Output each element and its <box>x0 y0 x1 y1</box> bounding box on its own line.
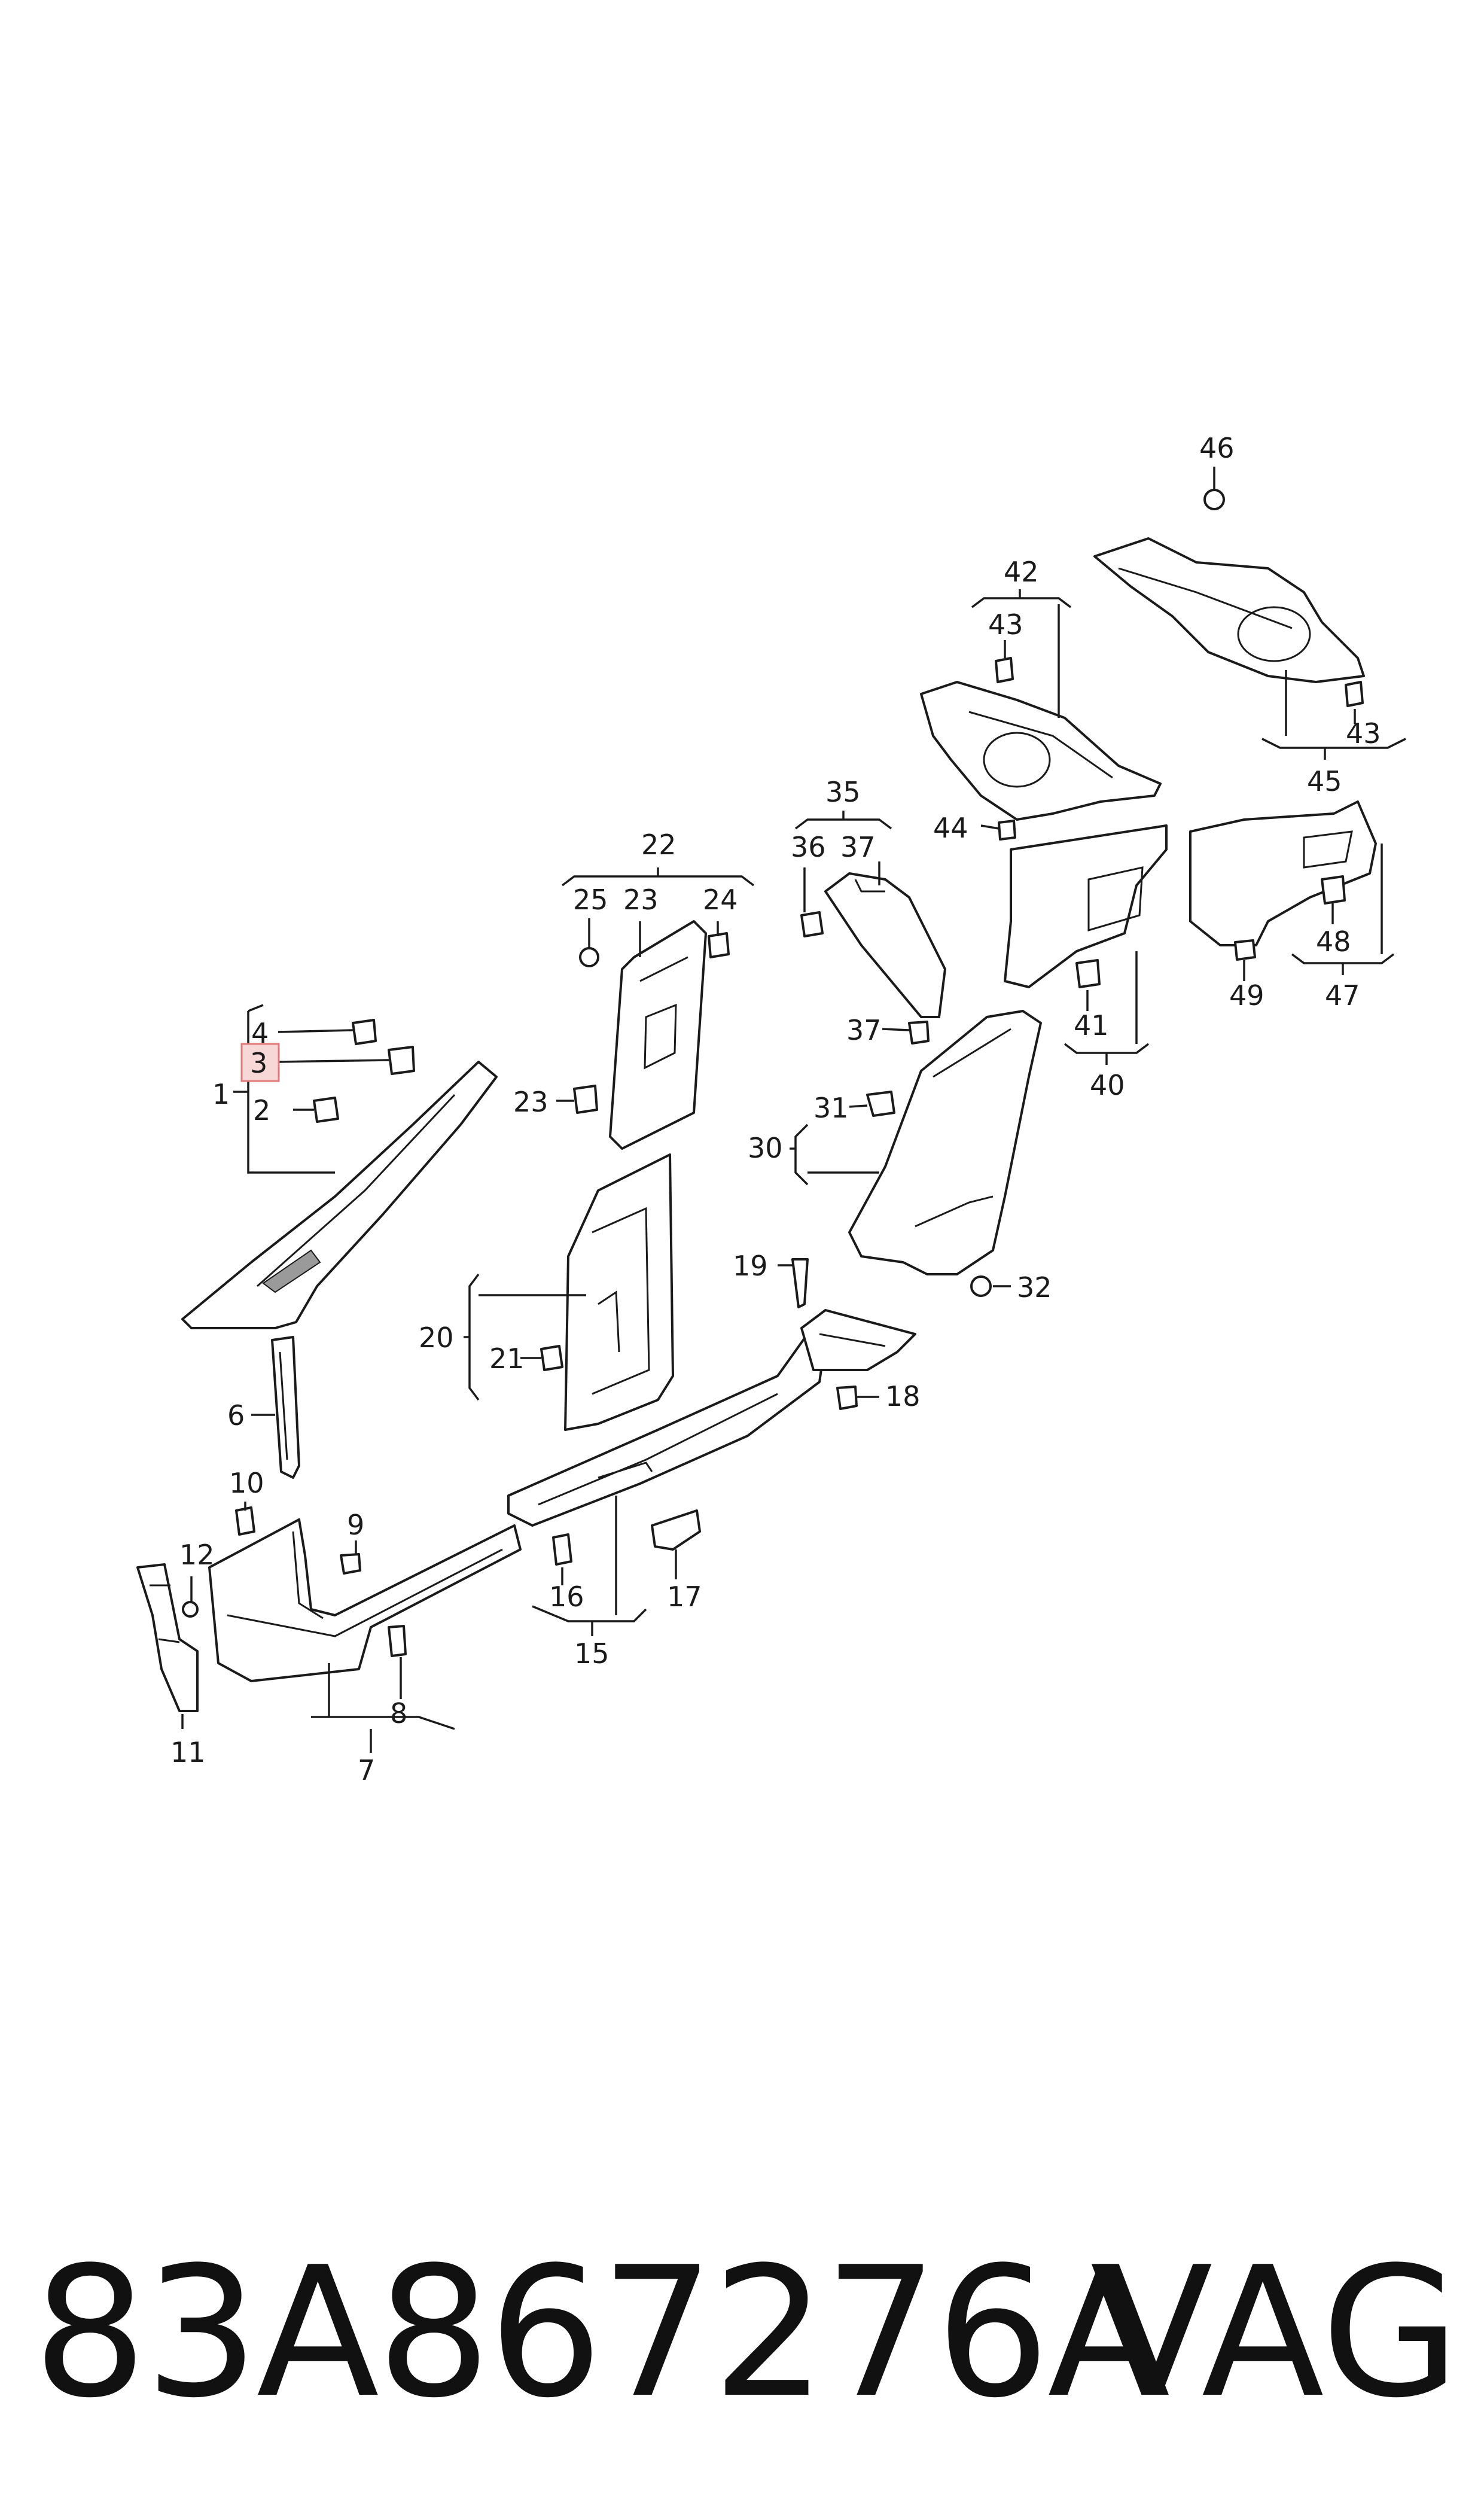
clip-21 <box>540 1345 563 1371</box>
leader-lines <box>181 467 1406 1753</box>
callout-15: 15 <box>574 1637 610 1670</box>
clip-36 <box>800 911 824 937</box>
screw-19 <box>791 1258 809 1308</box>
callout-35: 35 <box>825 776 861 808</box>
clip-32 <box>970 1275 992 1297</box>
clip-37 <box>908 1021 930 1045</box>
callout-9: 9 <box>347 1509 364 1541</box>
callout-43-right: 43 <box>1346 717 1381 750</box>
callout-10: 10 <box>229 1467 264 1499</box>
screw-12 <box>182 1601 199 1618</box>
clip-43-right <box>1345 681 1364 707</box>
callout-23-top: 23 <box>623 884 659 916</box>
footer: 83A867276A VAG <box>0 2219 1484 2447</box>
callout-17: 17 <box>667 1581 702 1613</box>
callout-23-side: 23 <box>513 1086 548 1118</box>
screw-9 <box>340 1553 361 1575</box>
callout-labels: 1 2 3 4 6 7 8 9 10 11 12 15 16 17 18 19 … <box>170 432 1381 1786</box>
callout-49: 49 <box>1229 979 1264 1012</box>
clip-8 <box>388 1625 407 1657</box>
callout-47: 47 <box>1325 979 1360 1012</box>
a-pillar-trim <box>181 1061 498 1329</box>
upper-rear-trim-left <box>920 681 1162 821</box>
callout-30: 30 <box>748 1132 783 1164</box>
front-sill-trim <box>208 1518 522 1682</box>
b-pillar-upper-trim <box>609 920 707 1150</box>
clip-10 <box>235 1506 255 1536</box>
clip-44 <box>998 820 1016 841</box>
clip-31 <box>866 1091 895 1117</box>
callout-44: 44 <box>933 812 968 844</box>
callout-1: 1 <box>212 1078 230 1110</box>
callout-37-side: 37 <box>846 1014 882 1046</box>
c-pillar-upper-trim <box>824 872 946 1018</box>
part-number: 83A867276A <box>33 2228 1170 2437</box>
screw-25 <box>579 947 599 967</box>
highlight-box <box>240 1043 280 1082</box>
clip-23-lower <box>573 1085 598 1114</box>
callout-19: 19 <box>733 1250 768 1282</box>
callout-20: 20 <box>419 1322 454 1354</box>
clip-2 <box>313 1097 339 1123</box>
callout-21: 21 <box>489 1342 525 1375</box>
c-pillar-lower-trim <box>848 1010 1042 1275</box>
trim-strip <box>271 1336 300 1479</box>
upper-rear-trim-right <box>1093 537 1365 683</box>
callout-3: 3 <box>250 1047 267 1079</box>
bracket <box>136 1563 199 1712</box>
luggage-side-trim <box>1004 824 1168 988</box>
rear-sill-bracket <box>800 1309 916 1371</box>
callout-40: 40 <box>1090 1069 1125 1101</box>
b-pillar-lower-trim <box>564 1153 674 1431</box>
clip-18 <box>836 1386 858 1410</box>
callout-16: 16 <box>549 1581 584 1613</box>
bolt-46 <box>1203 489 1225 510</box>
clip-43-left <box>995 657 1014 683</box>
callout-36: 36 <box>791 831 826 863</box>
rear-side-panel <box>1189 800 1377 946</box>
callout-12: 12 <box>179 1539 215 1571</box>
retainer-17 <box>651 1509 701 1551</box>
callout-4: 4 <box>251 1017 269 1049</box>
callout-42: 42 <box>1004 556 1039 588</box>
callout-48: 48 <box>1316 925 1351 958</box>
callout-18: 18 <box>885 1380 921 1412</box>
callout-46: 46 <box>1199 432 1235 464</box>
door-sill-trim <box>507 1333 827 1527</box>
callout-7: 7 <box>358 1754 375 1786</box>
clip-4 <box>352 1019 377 1045</box>
callout-11: 11 <box>170 1736 206 1768</box>
callout-37-top: 37 <box>840 831 876 863</box>
callout-32: 32 <box>1017 1271 1052 1304</box>
clip-16 <box>552 1533 572 1566</box>
brand-label: VAG <box>1090 2228 1460 2437</box>
clip-41 <box>1075 959 1101 988</box>
callout-24: 24 <box>703 884 738 916</box>
clip-48 <box>1321 875 1346 905</box>
callout-25: 25 <box>573 884 608 916</box>
callout-6: 6 <box>227 1399 245 1432</box>
callout-2: 2 <box>253 1094 270 1126</box>
callout-8: 8 <box>390 1697 407 1730</box>
callout-22: 22 <box>641 829 677 861</box>
callout-31: 31 <box>813 1092 849 1124</box>
clip-3 <box>388 1046 415 1075</box>
callout-41: 41 <box>1074 1009 1109 1042</box>
callout-43-left: 43 <box>988 608 1023 641</box>
clip-24 <box>708 932 730 958</box>
callout-45: 45 <box>1307 765 1342 797</box>
clip-49 <box>1234 939 1256 961</box>
